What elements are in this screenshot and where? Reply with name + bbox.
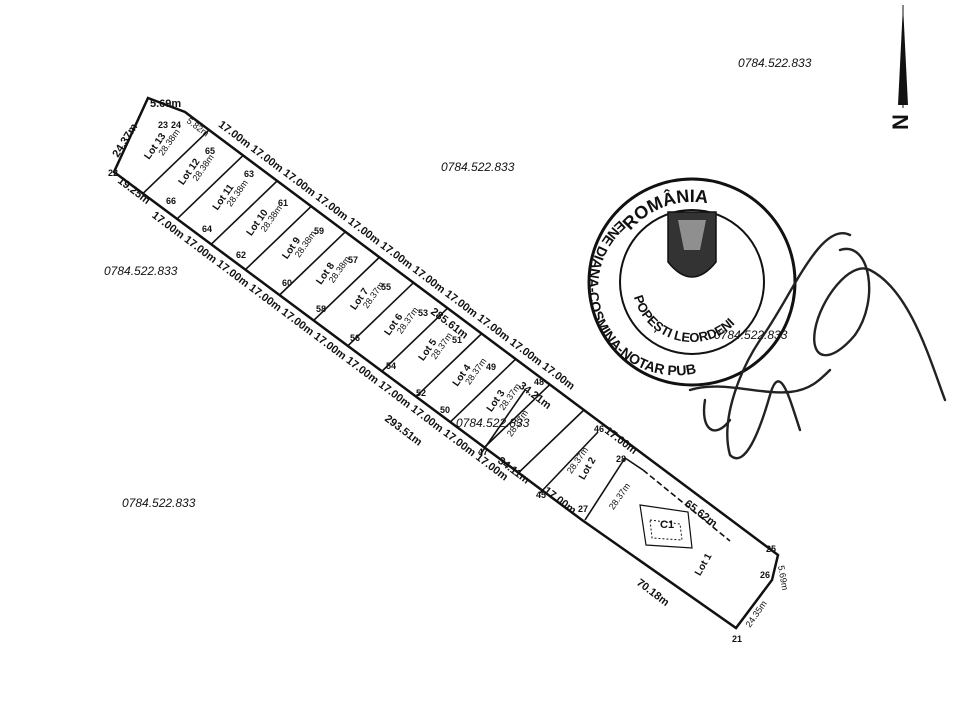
point-number: 58 [316, 304, 326, 314]
point-number: 47 [478, 447, 488, 457]
lot-divider [312, 256, 380, 322]
dim-left-end: 24.37m [110, 121, 140, 159]
dim-bottom-17-end: 17.00m [541, 485, 578, 517]
parcel-boundary [112, 96, 780, 630]
lot-divider [176, 154, 244, 220]
dim-bottom-lot-width: 17.00m [344, 355, 381, 387]
building-c1: C1 [639, 504, 693, 549]
dim-top-17-end: 17.00m [602, 425, 639, 457]
point-number: 57 [348, 255, 358, 265]
point-number: 49 [486, 362, 496, 372]
lot-divider [414, 333, 483, 398]
lot-divider [448, 358, 517, 424]
point-number: 59 [314, 226, 324, 236]
point-number: 54 [386, 361, 396, 371]
north-label: N [888, 114, 913, 130]
point-number: 66 [166, 196, 176, 206]
dim-bottom-lot-width: 17.00m [247, 282, 284, 314]
point-number: 65 [205, 146, 215, 156]
point-number: 61 [278, 198, 288, 208]
dim-bottom-lot-width: 17.00m [182, 234, 219, 266]
dim-bottom-lot-width: 17.00m [279, 306, 316, 338]
point-number: 52 [416, 388, 426, 398]
point-number: 23 [158, 120, 168, 130]
dim-bottom-lot-width: 17.00m [311, 330, 348, 362]
point-number: 22 [108, 168, 118, 178]
point-number: 51 [452, 335, 462, 345]
lot-divider [380, 307, 449, 373]
building-label: C1 [660, 519, 674, 531]
point-number: 50 [440, 405, 450, 415]
phone-watermark: 0784.522.833 [122, 496, 196, 510]
point-number: 62 [236, 250, 246, 260]
point-number: 46 [594, 424, 604, 434]
lot-divider [142, 129, 210, 195]
point-number: 60 [282, 278, 292, 288]
phone-watermark: 0784.522.833 [104, 264, 178, 278]
lot-divider [517, 409, 585, 475]
dim-top-width: 5.69m [150, 98, 181, 110]
north-arrow-icon: N [888, 5, 913, 130]
phone-watermark: 0784.522.833 [714, 328, 788, 342]
point-number: 48 [534, 377, 544, 387]
lot-label: Lot 1 [693, 551, 715, 578]
phone-watermark: 0784.522.833 [441, 160, 515, 174]
point-number: 53 [418, 308, 428, 318]
dim-right-a: 5.69m [776, 565, 790, 591]
point-number: 26 [760, 570, 770, 580]
dim-lot1-bottom: 70.18m [634, 577, 671, 609]
lot-divider [481, 389, 526, 453]
lot-divider [483, 383, 551, 449]
point-number: 56 [350, 333, 360, 343]
point-number: 27 [578, 504, 588, 514]
lot-divider [539, 431, 599, 494]
dim-bottom-lot-width: 17.00m [441, 427, 478, 459]
point-number: 24 [171, 120, 181, 130]
lot-divider [346, 282, 415, 347]
dim-bottom-lot-width: 17.00m [214, 258, 251, 290]
dim-top-lot-width: 17.00m [216, 119, 253, 151]
dim-left-edge: 19.25m [115, 175, 152, 207]
point-number: 45 [536, 490, 546, 500]
dim-top-lot-width: 17.00m [410, 264, 447, 296]
dim-top-lot-width: 17.00m [345, 215, 382, 247]
point-number: 64 [202, 224, 212, 234]
dim-top-lot-width: 17.00m [281, 167, 318, 199]
point-number: 28 [616, 454, 626, 464]
signature [688, 231, 947, 460]
dim-top-lot-width: 17.00m [378, 240, 415, 272]
phone-watermark: 0784.522.833 [738, 56, 812, 70]
point-number: 63 [244, 169, 254, 179]
dim-top-lot-width: 17.00m [313, 191, 350, 223]
coat-of-arms-icon [667, 211, 717, 278]
dim-lot-depth: 28.37m [607, 481, 632, 511]
lot-divider [278, 231, 346, 296]
svg-text:ENE DIANA-COSMINA-NOTAR PUBLIC: ENE DIANA-COSMINA-NOTAR PUBLIC [0, 0, 697, 378]
point-number: 21 [732, 634, 742, 644]
dim-bottom-lot-width: 17.00m [376, 379, 413, 411]
phone-watermark: 0784.522.833 [456, 416, 530, 430]
lot-divider [210, 180, 278, 246]
dim-diag-tl: 5.82m [185, 116, 211, 139]
point-number: 25 [766, 544, 776, 554]
dim-top-lot-width: 17.00m [475, 312, 512, 344]
point-number: 55 [381, 282, 391, 292]
dim-top-lot-width: 17.00m [507, 336, 544, 368]
seal-name: ENE DIANA-COSMINA-NOTAR PUBLIC [0, 0, 697, 378]
lot-divider [244, 205, 312, 271]
